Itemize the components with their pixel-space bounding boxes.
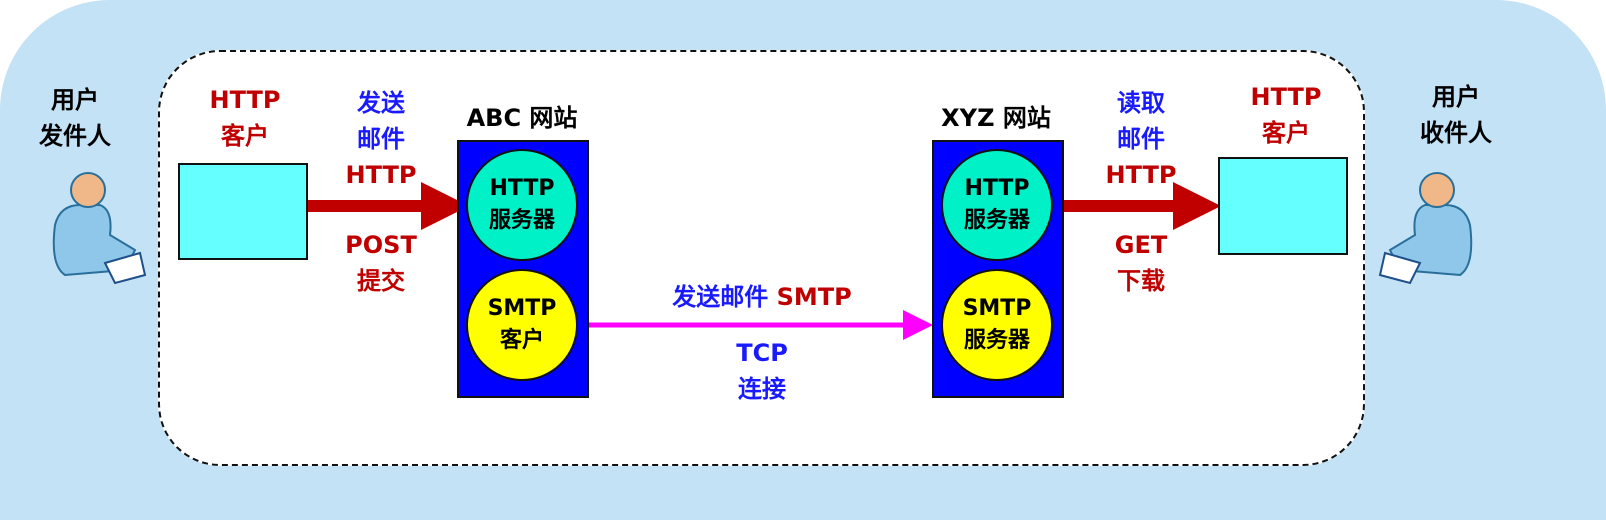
- arrows-layer: [307, 182, 1221, 340]
- abc-site-title: ABC 网站: [466, 104, 578, 132]
- right-http-client-box: [1218, 157, 1348, 255]
- left-http-client-box: [178, 163, 308, 260]
- xyz-site-title: XYZ 网站: [941, 104, 1051, 132]
- user-icons: [52, 172, 1473, 285]
- email-system-boundary: [158, 50, 1365, 466]
- receiver-label: 用户收件人: [1420, 83, 1492, 147]
- receiver-user-icon: [1378, 172, 1473, 285]
- smtp-send-label: 发送邮件 SMTP: [672, 283, 852, 311]
- sender-label: 用户发件人: [39, 86, 111, 150]
- sender-user-icon: [52, 172, 147, 285]
